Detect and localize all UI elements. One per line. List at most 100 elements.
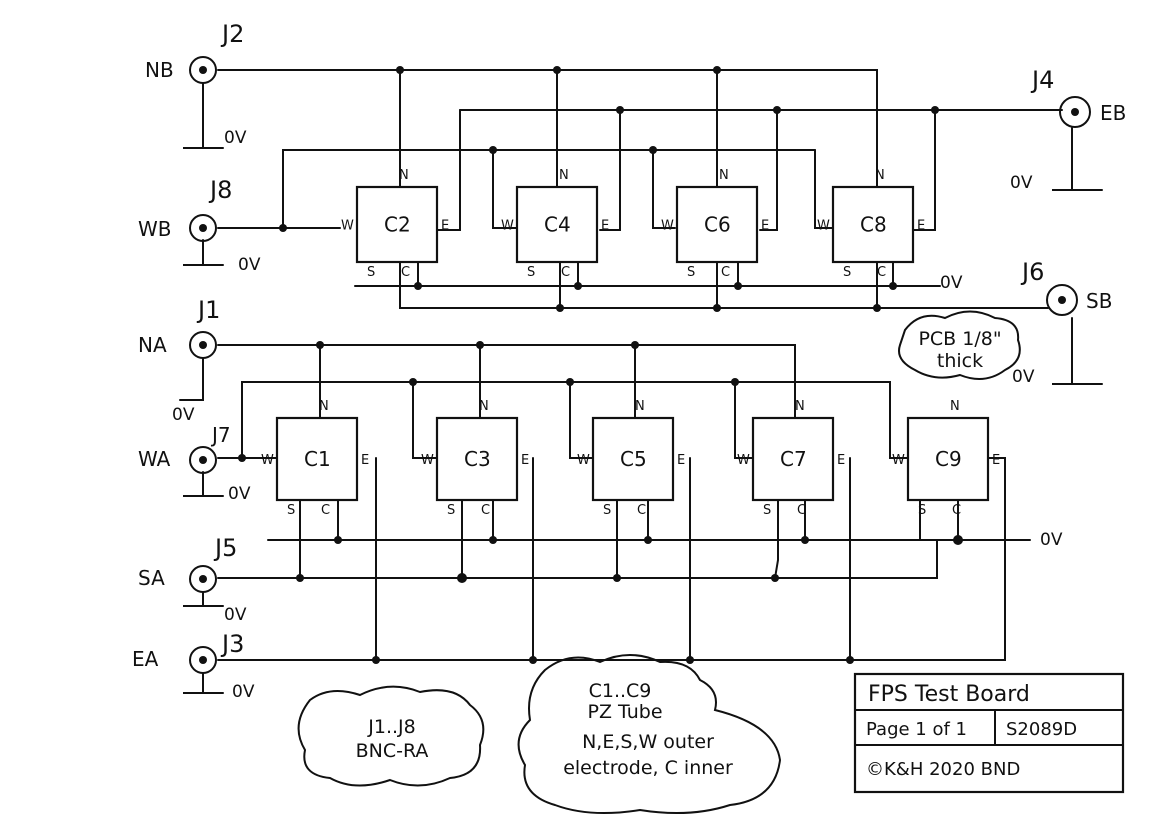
tube-c5-pin-s: S [603,503,611,518]
connector-ref-j7: J7 [210,423,231,447]
bnc-connector-symbols [189,56,1091,674]
bnc-j2-symbol [189,56,217,84]
title-block-doc-number: S2089D [1006,719,1077,740]
ground-label: 0V [940,273,963,293]
tube-c9-pin-s: S [918,503,926,518]
note-connectors-cloud: J1..J8 BNC-RA [297,685,485,787]
ground-label: 0V [238,255,261,275]
tube-c2-body [355,185,439,264]
tube-c3-pin-c: C [481,503,490,518]
tube-c6-pin-n: N [719,168,729,183]
tube-c3-label: C3 [464,447,491,471]
tube-c9-label: C9 [935,447,962,471]
bnc-j7-symbol [189,446,217,474]
tube-c8-label: C8 [860,213,887,237]
tube-c9-body [906,416,990,502]
row-b-junctions [279,66,939,312]
tube-c6-label: C6 [704,213,731,237]
tube-c2-label: C2 [384,213,411,237]
tube-c3-pin-s: S [447,503,455,518]
bnc-j5-symbol [189,565,217,593]
tube-c3-pin-w: W [421,453,434,468]
ground-labels: 0V 0V 0V 0V 0V 0V 0V 0V 0V 0V [172,128,1063,702]
tube-c7-pin-e: E [837,453,845,468]
signal-label-nb: NB [145,58,174,82]
ground-label: 0V [172,405,195,425]
bnc-j1-symbol [189,331,217,359]
tube-c5-pin-e: E [677,453,685,468]
tube-c6-pin-s: S [687,265,695,280]
tube-c1-pin-w: W [261,453,274,468]
row-a-junctions [238,341,963,664]
signal-label-ea: EA [132,647,159,671]
signal-label-sa: SA [138,566,165,590]
tube-c7-label: C7 [780,447,807,471]
signal-label-eb: EB [1100,101,1126,125]
ground-label: 0V [224,128,247,148]
tube-c4-pin-e: E [601,219,609,234]
connector-ref-j8: J8 [208,176,232,204]
tube-c4-label: C4 [544,213,571,237]
connector-ref-j6: J6 [1020,258,1044,286]
connector-ground-wires [179,82,1103,694]
tube-c4-pin-s: S [527,265,535,280]
title-block: FPS Test Board Page 1 of 1 S2089D ©K&H 2… [853,672,1125,794]
connector-ref-j2: J2 [220,20,244,48]
tube-c1-body [275,416,359,502]
note-connectors-line2: BNC-RA [356,740,429,762]
tube-c5-body [591,416,675,502]
tube-c3-body [435,416,519,502]
tube-c3: C3 N W E S C [421,399,529,518]
tube-c9-pin-e: E [992,453,1000,468]
tube-c8-body [831,185,915,264]
tube-c6-pin-e: E [761,219,769,234]
tube-c1-pin-s: S [287,503,295,518]
tube-c1-pin-n: N [319,399,329,414]
tube-c1-label: C1 [304,447,331,471]
tube-c2-pin-s: S [367,265,375,280]
tube-c4-body [515,185,599,264]
tube-c6-body [675,185,759,264]
connector-ref-j5: J5 [213,534,237,562]
connector-ref-j1: J1 [196,296,220,324]
tube-c1-pin-c: C [321,503,330,518]
connector-ref-j4: J4 [1030,66,1054,94]
tube-c8-pin-n: N [875,168,885,183]
note-tubes-line2: PZ Tube [587,701,662,723]
tube-c7-pin-w: W [737,453,750,468]
title-block-title: FPS Test Board [868,682,1030,707]
bnc-j3-symbol [189,646,217,674]
tube-c9-pin-w: W [892,453,905,468]
tube-c6-pin-c: C [721,265,730,280]
tube-c4-pin-n: N [559,168,569,183]
ground-label: 0V [1010,173,1033,193]
tube-c2-pin-w: W [341,219,354,234]
tube-c5-pin-c: C [637,503,646,518]
tube-c3-pin-n: N [479,399,489,414]
tube-c8-pin-w: W [817,219,830,234]
tube-c7-pin-s: S [763,503,771,518]
tube-c2-pin-n: N [399,168,409,183]
signal-label-sb: SB [1086,289,1112,313]
ground-label: 0V [1012,367,1035,387]
note-connectors-line1: J1..J8 [367,716,415,738]
title-block-page: Page 1 of 1 [866,719,967,740]
note-tubes-line1: C1..C9 [589,680,652,702]
row-a-wiring [217,344,1031,661]
tube-c9-pin-n: N [950,399,960,414]
row-b-wiring [217,69,1063,309]
tube-c3-pin-e: E [521,453,529,468]
note-pcb-cloud: PCB 1/8" thick [898,310,1021,380]
bnc-j6-symbol [1046,284,1078,316]
tube-c6-pin-w: W [661,219,674,234]
connector-ref-j3: J3 [220,630,244,658]
note-pcb-line2: thick [937,350,983,372]
